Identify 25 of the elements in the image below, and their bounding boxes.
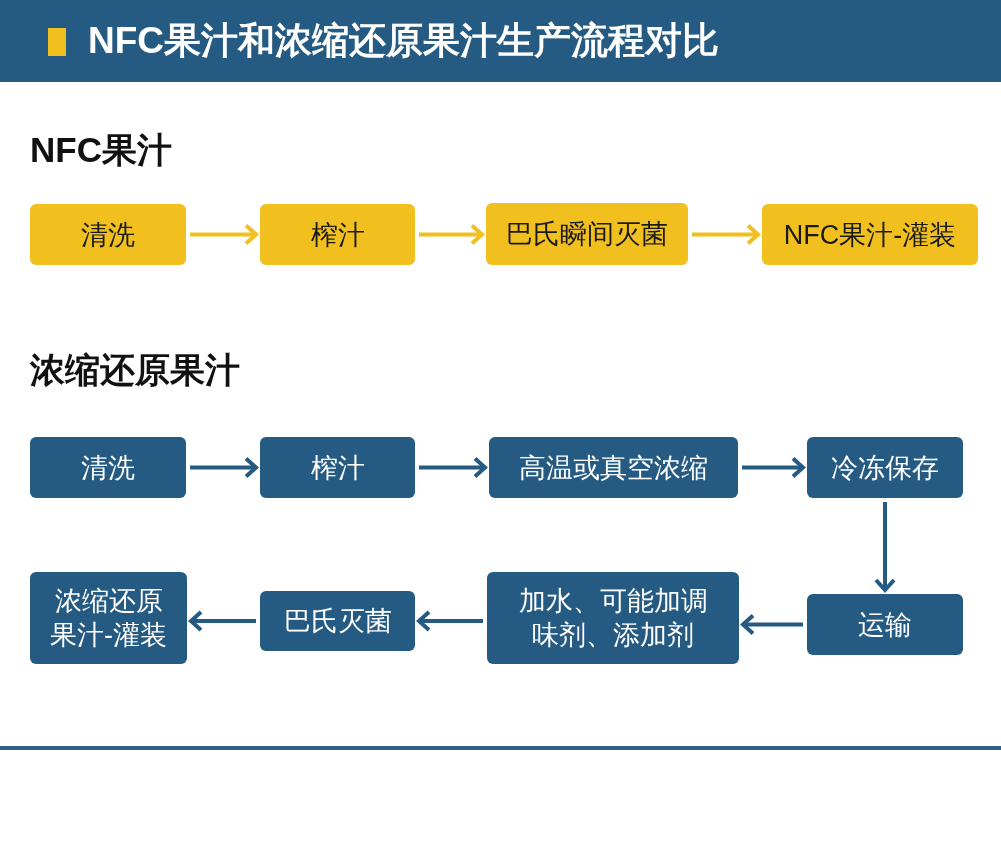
arrow [692, 223, 760, 246]
process-box: 巴氏瞬间灭菌 [486, 203, 688, 265]
process-box: 浓缩还原果汁-灌装 [30, 572, 187, 664]
process-box: 冷冻保存 [807, 437, 963, 498]
process-box: 加水、可能加调味剂、添加剂 [487, 572, 739, 664]
arrow [190, 223, 258, 246]
process-box: 清洗 [30, 437, 186, 498]
arrow [417, 610, 483, 632]
section-heading: NFC果汁 [30, 129, 172, 171]
process-box: 清洗 [30, 204, 186, 265]
arrow [189, 610, 256, 632]
title: NFC果汁和浓缩还原果汁生产流程对比 [88, 19, 720, 63]
arrow [741, 613, 803, 636]
arrow [874, 502, 896, 592]
process-box: NFC果汁-灌装 [762, 204, 978, 265]
arrow [419, 456, 487, 479]
arrow [742, 456, 805, 479]
arrow [190, 456, 258, 479]
arrow [419, 223, 484, 246]
process-box: 运输 [807, 594, 963, 655]
process-box: 高温或真空浓缩 [489, 437, 738, 498]
process-box: 榨汁 [260, 437, 415, 498]
section-heading: 浓缩还原果汁 [30, 349, 240, 391]
process-box: 巴氏灭菌 [260, 591, 415, 651]
process-box: 榨汁 [260, 204, 415, 265]
